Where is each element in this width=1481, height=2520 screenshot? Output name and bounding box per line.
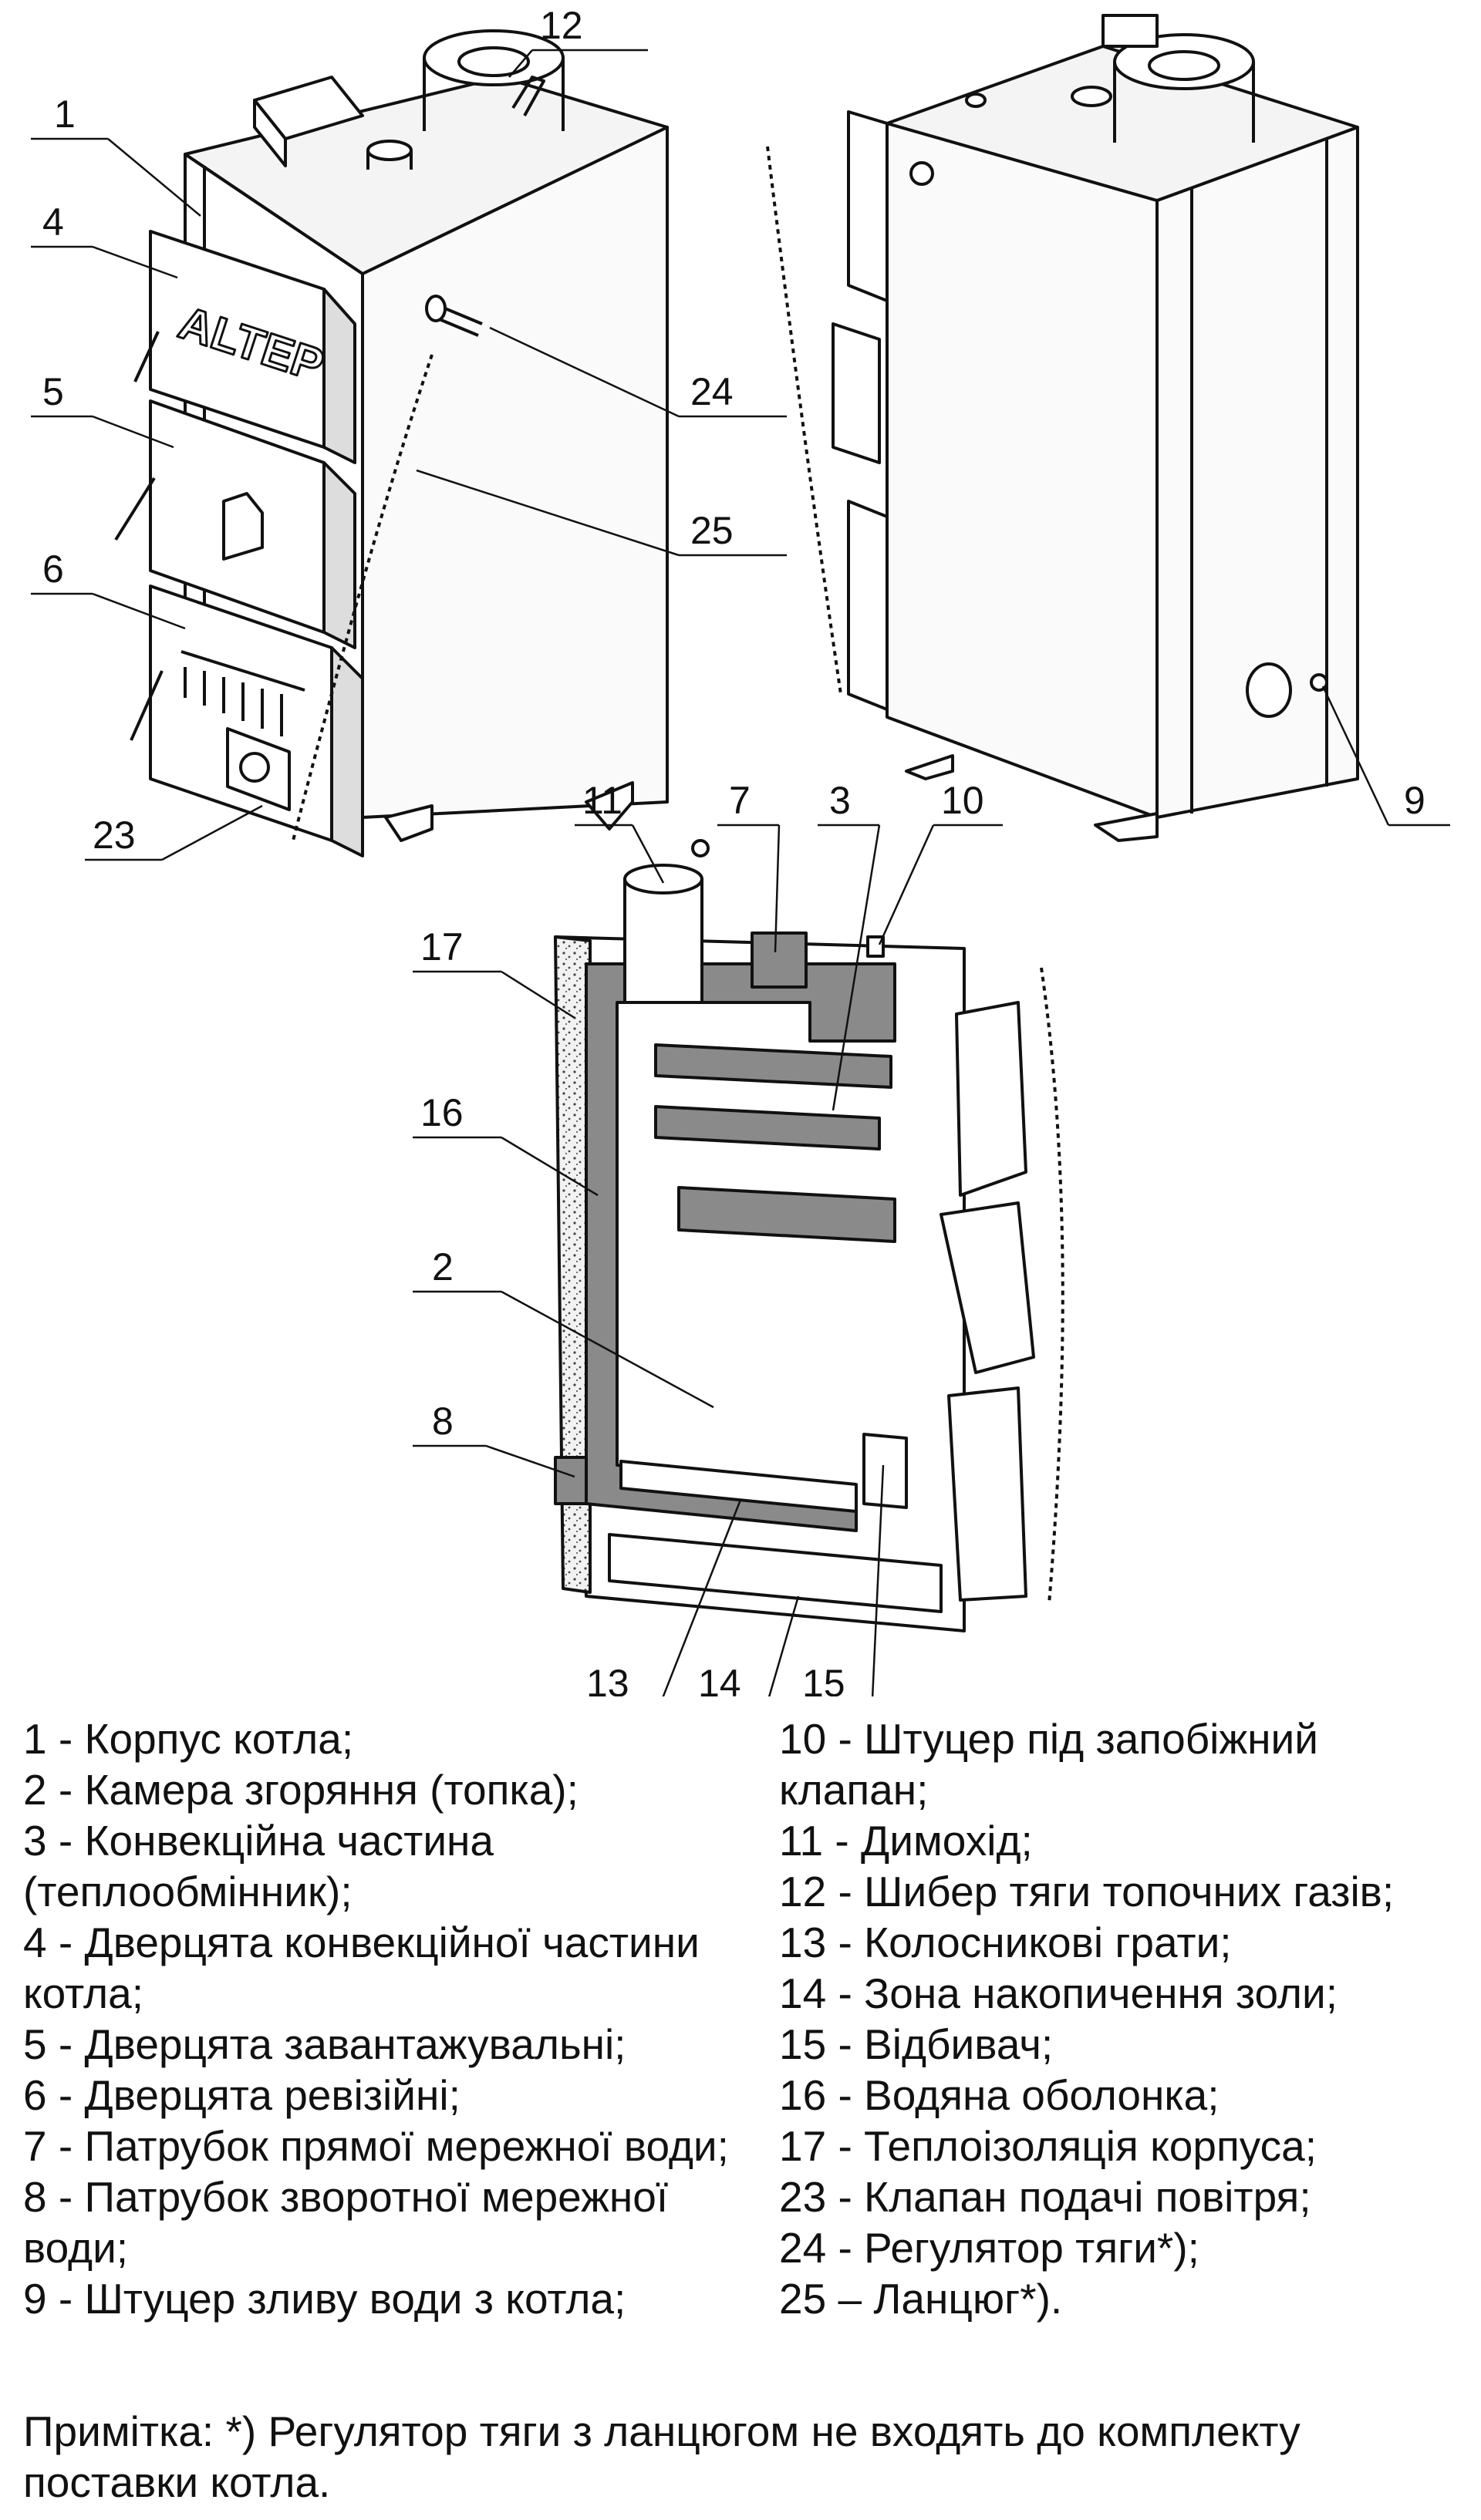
- callout-11: 11: [582, 779, 622, 822]
- callout-4: 4: [42, 200, 64, 244]
- callout-labels: 1 4 5 6 23 12 24 25 9 11 7 3 10 17 16 2 …: [42, 4, 1425, 1696]
- callout-8: 8: [432, 1400, 454, 1443]
- callout-10: 10: [941, 779, 984, 822]
- callout-17: 17: [420, 925, 464, 969]
- callout-leaders: [31, 49, 1450, 1696]
- legend-item: 23 - Клапан подачі повітря;: [779, 2173, 1311, 2221]
- legend-item: 1 - Корпус котла;: [23, 1715, 354, 1763]
- legend-item: 8 - Патрубок зворотної мережної води;: [23, 2173, 669, 2272]
- callout-9: 9: [1404, 779, 1425, 822]
- legend-item: 14 - Зона накопичення золи;: [779, 1969, 1338, 2017]
- callout-12: 12: [540, 4, 583, 47]
- footnote: Примітка: *) Регулятор тяги з ланцюгом н…: [23, 2407, 1301, 2506]
- callout-13: 13: [586, 1662, 629, 1696]
- callout-25: 25: [690, 509, 734, 552]
- callout-24: 24: [690, 370, 734, 413]
- callout-23: 23: [93, 814, 136, 857]
- boiler-front-view: ALTEP: [114, 29, 669, 857]
- legend-item: 13 - Колосникові грати;: [779, 1919, 1232, 1966]
- legend-item: 17 - Теплоізоляція корпуса;: [779, 2122, 1317, 2170]
- legend-item: 2 - Камера згоряння (топка);: [23, 1766, 579, 1814]
- legend-item: 6 - Дверцята ревізійні;: [23, 2071, 460, 2119]
- callout-3: 3: [829, 779, 851, 822]
- legend: 1 - Корпус котла; 2 - Камера згоряння (т…: [23, 1713, 1466, 2323]
- legend-item: 15 - Відбивач;: [779, 2020, 1054, 2068]
- boiler-diagram: ALTEP: [31, 4, 1450, 1696]
- legend-item: 16 - Водяна оболонка;: [779, 2071, 1220, 2119]
- legend-item: 11 - Димохід;: [779, 1817, 1033, 1865]
- callout-14: 14: [698, 1662, 741, 1696]
- legend-left-column: 1 - Корпус котла; 2 - Камера згоряння (т…: [23, 1713, 764, 2324]
- legend-item: 12 - Шибер тяги топочних газів;: [779, 1868, 1395, 1915]
- legend-item: 7 - Патрубок прямої мережної води;: [23, 2122, 729, 2170]
- callout-7: 7: [729, 779, 751, 822]
- legend-item: 5 - Дверцята завантажувальні;: [23, 2020, 626, 2068]
- legend-item: 24 - Регулятор тяги*);: [779, 2224, 1199, 2272]
- legend-item: 3 - Конвекційна частина (теплообмінник);: [23, 1817, 494, 1915]
- callout-16: 16: [420, 1091, 464, 1134]
- callout-1: 1: [54, 93, 76, 136]
- boiler-section-view: [554, 839, 1064, 1632]
- legend-item: 10 - Штуцер під запобіжний клапан;: [779, 1715, 1318, 1814]
- legend-right-column: 10 - Штуцер під запобіжний клапан; 11 - …: [779, 1713, 1473, 2324]
- callout-15: 15: [802, 1662, 845, 1696]
- callout-5: 5: [42, 370, 64, 413]
- callout-6: 6: [42, 547, 64, 591]
- legend-item: 4 - Дверцята конвекційної частини котла;: [23, 1919, 700, 2017]
- legend-item: 9 - Штуцер зливу води з котла;: [23, 2275, 626, 2323]
- legend-item: 25 – Ланцюг*).: [779, 2275, 1063, 2323]
- boiler-rear-view: [766, 14, 1359, 842]
- callout-2: 2: [432, 1245, 454, 1289]
